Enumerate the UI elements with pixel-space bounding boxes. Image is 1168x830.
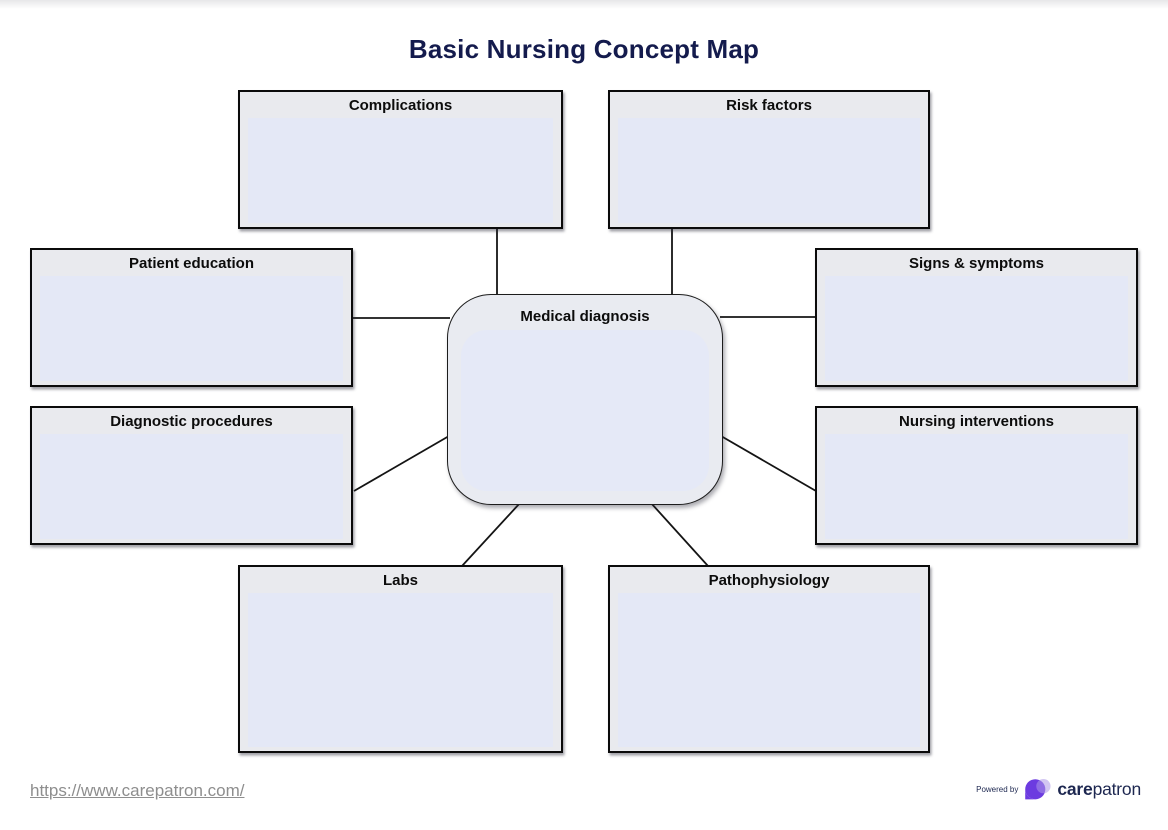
connector-pathophysiology <box>650 502 709 567</box>
node-risk-factors-body <box>618 118 920 223</box>
powered-by-text: Powered by <box>976 784 1019 794</box>
footer-url-link[interactable]: https://www.carepatron.com/ <box>30 781 245 800</box>
powered-by-badge: Powered by carepatron <box>976 777 1141 801</box>
node-labs-label: Labs <box>382 572 418 589</box>
page-title: Basic Nursing Concept Map <box>408 34 760 64</box>
node-signs-symptoms-label: Signs & symptoms <box>908 255 1045 272</box>
node-complications-label: Complications <box>348 97 453 114</box>
node-diagnostic-procedures: Diagnostic procedures <box>30 406 353 545</box>
node-nursing-interventions-body <box>825 434 1128 539</box>
node-signs-symptoms: Signs & symptoms <box>815 248 1138 387</box>
brand-patron: patron <box>1092 778 1142 799</box>
node-nursing-interventions-label: Nursing interventions <box>898 413 1055 430</box>
connector-labs <box>461 502 521 567</box>
node-diagnostic-procedures-body <box>40 434 343 539</box>
node-risk-factors-label: Risk factors <box>726 97 812 114</box>
connector-nursing-interventions <box>720 435 817 492</box>
node-pathophysiology: Pathophysiology <box>608 565 930 753</box>
connector-diagnostic-procedures <box>353 435 450 492</box>
node-complications: Complications <box>238 90 563 229</box>
node-nursing-interventions: Nursing interventions <box>815 406 1138 545</box>
node-medical-diagnosis-label: Medical diagnosis <box>520 308 650 325</box>
node-medical-diagnosis-body <box>461 330 709 491</box>
node-patient-education: Patient education <box>30 248 353 387</box>
node-labs: Labs <box>238 565 563 753</box>
node-pathophysiology-body <box>618 593 920 747</box>
brand-care: care <box>1057 778 1093 799</box>
carepatron-wordmark: carepatron <box>1057 779 1141 800</box>
node-pathophysiology-label: Pathophysiology <box>708 572 830 589</box>
node-signs-symptoms-body <box>825 276 1128 381</box>
node-patient-education-body <box>40 276 343 381</box>
carepatron-logo-icon <box>1025 779 1051 800</box>
node-labs-body <box>248 593 553 747</box>
node-complications-body <box>248 118 553 223</box>
node-risk-factors: Risk factors <box>608 90 930 229</box>
node-medical-diagnosis: Medical diagnosis <box>447 294 723 505</box>
page-top-edge-shade <box>0 0 1168 9</box>
node-patient-education-label: Patient education <box>128 255 255 272</box>
node-diagnostic-procedures-label: Diagnostic procedures <box>110 413 273 430</box>
